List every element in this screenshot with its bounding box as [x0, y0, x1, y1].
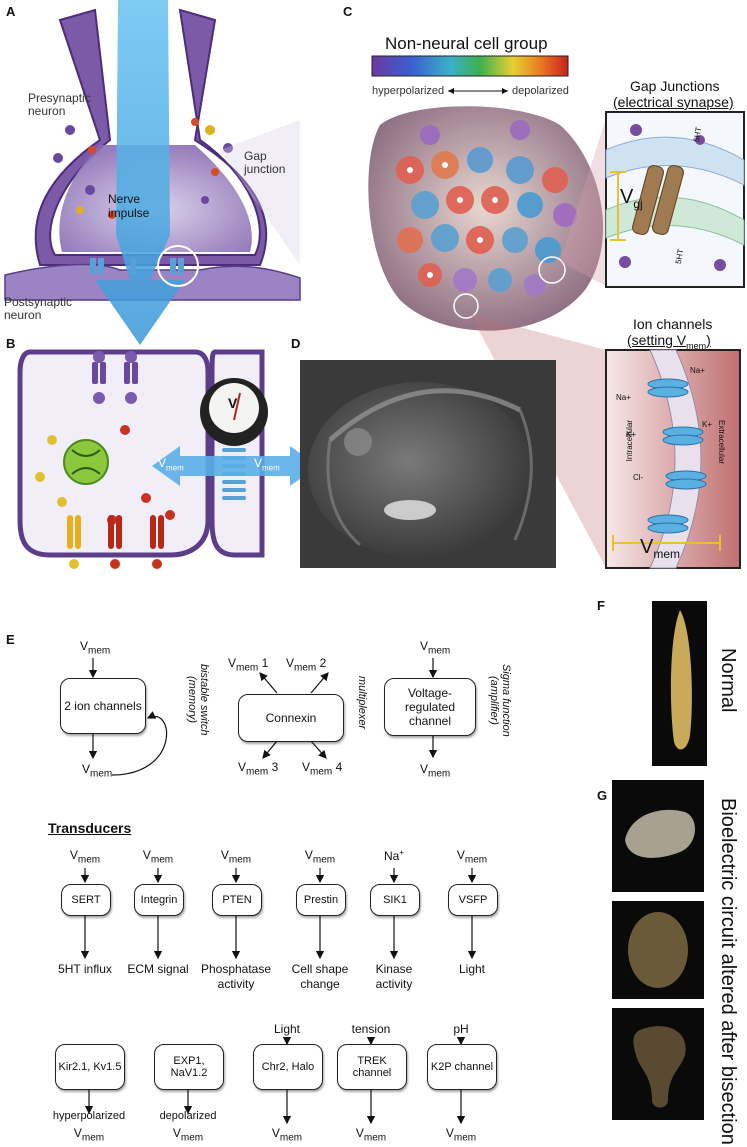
vmem-left-label: Vmem	[158, 456, 184, 473]
panel-label-d: D	[291, 336, 301, 351]
presynaptic-label: Presynaptic neuron	[28, 91, 91, 118]
vmem-right-label: Vmem	[254, 456, 280, 473]
transducer-box: Integrin	[134, 884, 184, 916]
channel-box: Chr2, Halo	[253, 1044, 323, 1090]
k-plus-out: K+	[702, 420, 713, 429]
na-plus-in: Na+	[616, 393, 631, 402]
transducer-input: Vmem	[304, 848, 336, 866]
channel-box: Kir2.1, Kv1.5	[55, 1044, 125, 1090]
transducer-output: Phosphatase activity	[200, 962, 272, 991]
transducer-output: Cell shape change	[291, 962, 349, 991]
vmem-in-voltage: Vmem	[420, 639, 451, 657]
transducer-box: SIK1	[370, 884, 420, 916]
setting-vmem-subtitle: (setting Vmem)	[627, 332, 711, 351]
na-plus-out: Na+	[690, 366, 705, 375]
channel-input: Light	[273, 1022, 301, 1036]
extracellular-label: Extracellular	[717, 420, 726, 465]
transducer-input: Vmem	[69, 848, 101, 866]
transducer-input: Vmem	[142, 848, 174, 866]
channel-output: hyperpolarized	[52, 1110, 126, 1122]
vmem-in-ion: Vmem	[80, 639, 111, 657]
panel-label-c: C	[343, 4, 353, 19]
channel-input: pH	[453, 1022, 469, 1036]
nerve-impulse-label: Nerve impulse	[108, 192, 150, 220]
transducer-output: 5HT influx	[58, 962, 112, 976]
panel-label-b: B	[6, 336, 16, 351]
vmem-out-voltage: Vmem	[420, 762, 451, 780]
panel-label-e: E	[6, 632, 15, 647]
k-plus-in: K+	[626, 430, 637, 439]
transducer-box: SERT	[61, 884, 111, 916]
sigma-function-label: Sigma function (amplifier)	[488, 663, 512, 737]
transducer-box: PTEN	[212, 884, 262, 916]
ion-channels-title: Ion channels	[633, 316, 713, 332]
channel-input: tension	[351, 1022, 391, 1036]
transducer-output: ECM signal	[127, 962, 189, 976]
postsynaptic-label: Postsynaptic neuron	[4, 295, 73, 322]
gap-junction-label: Gap junction	[244, 149, 286, 176]
cl-minus-label: Cl-	[633, 473, 644, 482]
transducer-output: Light	[458, 962, 486, 976]
channel-vmem: Vmem	[271, 1126, 303, 1144]
multiplexer-label: multiplexer	[356, 676, 368, 730]
hyperpolarized-label: hyperpolarized	[372, 85, 445, 97]
channel-vmem: Vmem	[73, 1126, 105, 1144]
panel-label-f: F	[597, 598, 605, 613]
ion-channels-box: 2 ion channels	[60, 678, 146, 734]
transducer-output: Kinase activity	[375, 962, 413, 991]
vmem-inset-label: Vmem	[640, 536, 681, 561]
bioelectric-altered-label: Bioelectric circuit altered after bisect…	[717, 798, 739, 1145]
channel-output: depolarized	[159, 1110, 217, 1122]
transducers-heading: Transducers	[48, 820, 132, 836]
channel-box: TREK channel	[337, 1044, 407, 1090]
voltage-regulated-box: Voltage-regulated channel	[384, 678, 476, 736]
depolarized-label: depolarized	[512, 85, 569, 97]
transducer-box: Prestin	[296, 884, 346, 916]
panel-label-g: G	[597, 788, 608, 803]
channel-box: K2P channel	[427, 1044, 497, 1090]
vmem-1-label: Vmem 1	[228, 656, 269, 674]
channel-box: EXP1, NaV1.2	[154, 1044, 224, 1090]
electrical-synapse-subtitle: (electrical synapse)	[613, 94, 734, 110]
panel-label-a: A	[6, 4, 16, 19]
cell-group-title: Non-neural cell group	[385, 34, 548, 53]
vgj-label: Vgj	[620, 186, 643, 211]
gap-junctions-title: Gap Junctions	[630, 78, 720, 94]
transducer-box: VSFP	[448, 884, 498, 916]
vmem-3-label: Vmem 3	[238, 760, 279, 778]
normal-label: Normal	[717, 648, 739, 713]
vmem-2-label: Vmem 2	[286, 656, 327, 674]
bistable-switch-label: bistable switch (memory)	[186, 664, 210, 736]
connexin-box: Connexin	[238, 694, 344, 742]
vmem-out-ion: Vmem	[82, 762, 113, 780]
channel-vmem: Vmem	[172, 1126, 204, 1144]
channel-vmem: Vmem	[445, 1126, 477, 1144]
vmem-4-label: Vmem 4	[302, 760, 343, 778]
transducer-input: Vmem	[220, 848, 252, 866]
transducer-input: Na+	[383, 848, 404, 863]
channel-vmem: Vmem	[355, 1126, 387, 1144]
meter-letter: V	[228, 395, 238, 411]
transducer-input: Vmem	[456, 848, 488, 866]
